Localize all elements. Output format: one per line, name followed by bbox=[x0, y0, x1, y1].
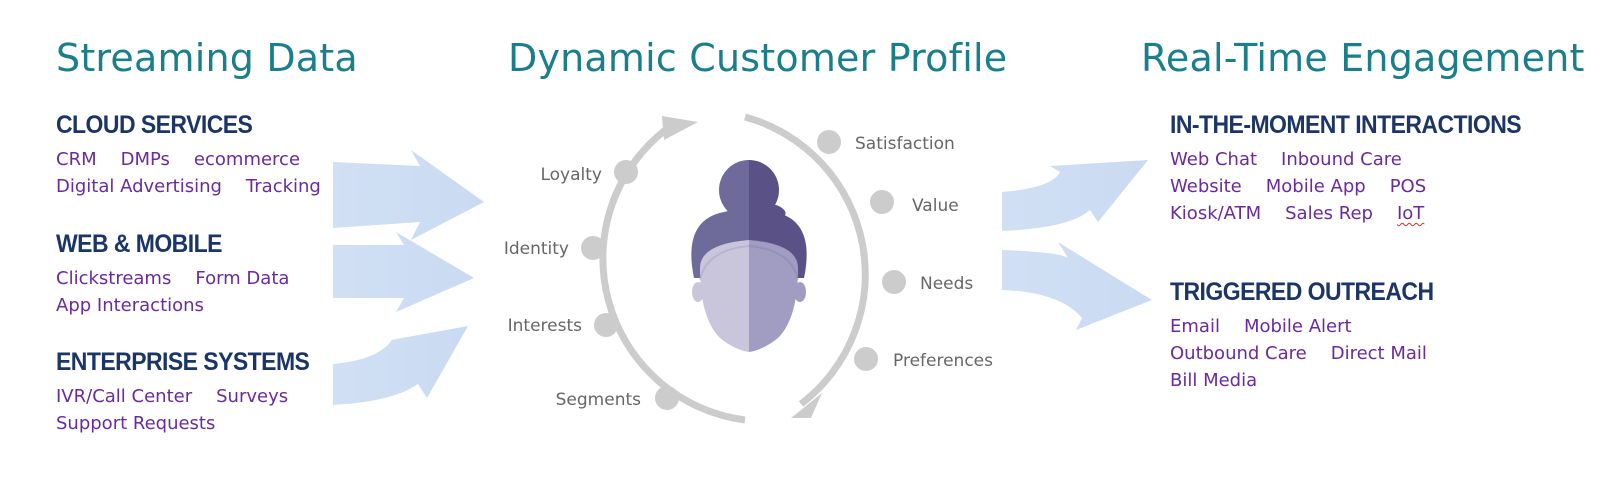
group-heading: TRIGGERED OUTREACH bbox=[1170, 278, 1434, 306]
group-enterprise-systems: ENTERPRISE SYSTEMS IVR/Call Center Survey… bbox=[56, 348, 331, 437]
list-item: Web Chat bbox=[1170, 149, 1258, 170]
title-dynamic-customer-profile: Dynamic Customer Profile bbox=[508, 36, 1008, 80]
item-line: Digital Advertising Tracking bbox=[56, 173, 321, 200]
inflow-arrow-enterprise-icon bbox=[333, 326, 468, 405]
node-loyalty bbox=[614, 160, 638, 184]
list-item: CRM bbox=[56, 149, 97, 170]
ring-arrowhead-bottom-icon bbox=[791, 393, 822, 418]
item-line: Kiosk/ATM Sales Rep IoT bbox=[1170, 200, 1552, 227]
ring-arc-right bbox=[744, 113, 869, 407]
list-item: DMPs bbox=[120, 149, 170, 170]
item-line: Clickstreams Form Data bbox=[56, 265, 289, 292]
node-segments bbox=[655, 386, 679, 410]
person-avatar-icon bbox=[691, 160, 807, 352]
group-web-mobile: WEB & MOBILE Clickstreams Form Data App I… bbox=[56, 230, 289, 319]
title-real-time-engagement: Real-Time Engagement bbox=[1141, 36, 1585, 80]
list-item: Sales Rep bbox=[1285, 203, 1373, 224]
list-item: Form Data bbox=[195, 268, 290, 289]
list-item: Outbound Care bbox=[1170, 343, 1307, 364]
group-in-the-moment-interactions: IN-THE-MOMENT INTERACTIONS Web Chat Inbou… bbox=[1170, 111, 1552, 227]
item-line: App Interactions bbox=[56, 292, 289, 319]
title-streaming-data: Streaming Data bbox=[56, 36, 358, 80]
ring-label-identity: Identity bbox=[504, 239, 569, 259]
list-item: IVR/Call Center bbox=[56, 386, 193, 407]
item-line: IVR/Call Center Surveys bbox=[56, 383, 331, 410]
item-line: Support Requests bbox=[56, 410, 331, 437]
inflow-arrow-web-icon bbox=[333, 232, 474, 312]
list-item: Direct Mail bbox=[1330, 343, 1427, 364]
node-interests bbox=[594, 313, 618, 337]
list-item: Support Requests bbox=[56, 413, 216, 434]
ring-arrowhead-top-icon bbox=[662, 116, 698, 140]
item-line: CRM DMPs ecommerce bbox=[56, 146, 321, 173]
inflow-arrow-cloud-icon bbox=[333, 150, 484, 240]
list-item: Inbound Care bbox=[1281, 149, 1402, 170]
group-heading: ENTERPRISE SYSTEMS bbox=[56, 348, 310, 376]
list-item: Bill Media bbox=[1170, 370, 1258, 391]
group-heading: WEB & MOBILE bbox=[56, 230, 222, 258]
list-item: ecommerce bbox=[193, 149, 301, 170]
list-item: Mobile Alert bbox=[1243, 316, 1352, 337]
ring-label-loyalty: Loyalty bbox=[540, 165, 602, 185]
ring-label-interests: Interests bbox=[508, 316, 583, 336]
item-line: Website Mobile App POS bbox=[1170, 173, 1552, 200]
group-cloud-services: CLOUD SERVICES CRM DMPs ecommerce Digital … bbox=[56, 111, 321, 200]
group-heading: CLOUD SERVICES bbox=[56, 111, 253, 139]
list-item: Clickstreams bbox=[56, 268, 172, 289]
list-item: Email bbox=[1170, 316, 1220, 337]
list-item: IoT bbox=[1396, 203, 1425, 224]
list-item: Digital Advertising bbox=[56, 176, 222, 197]
list-item: Kiosk/ATM bbox=[1170, 203, 1262, 224]
list-item: Tracking bbox=[245, 176, 321, 197]
list-item: Website bbox=[1170, 176, 1242, 197]
item-line: Web Chat Inbound Care bbox=[1170, 146, 1552, 173]
ring-label-segments: Segments bbox=[556, 390, 642, 410]
list-item: App Interactions bbox=[56, 295, 204, 316]
node-identity bbox=[581, 236, 605, 260]
ring-label-satisfaction: Satisfaction bbox=[855, 134, 955, 154]
ring-label-preferences: Preferences bbox=[893, 351, 993, 371]
ring-label-value: Value bbox=[912, 196, 959, 216]
list-item: POS bbox=[1389, 176, 1427, 197]
list-item: Surveys bbox=[216, 386, 289, 407]
list-item: Mobile App bbox=[1265, 176, 1366, 197]
item-line: Outbound Care Direct Mail bbox=[1170, 340, 1456, 367]
group-heading: IN-THE-MOMENT INTERACTIONS bbox=[1170, 111, 1522, 139]
node-value bbox=[870, 190, 894, 214]
node-preferences bbox=[854, 347, 878, 371]
outflow-arrow-interactions-icon bbox=[1002, 160, 1148, 231]
item-line: Bill Media bbox=[1170, 367, 1456, 394]
group-triggered-outreach: TRIGGERED OUTREACH Email Mobile Alert Out… bbox=[1170, 278, 1456, 394]
outflow-arrow-outreach-icon bbox=[1002, 242, 1152, 330]
item-line: Email Mobile Alert bbox=[1170, 313, 1456, 340]
node-satisfaction bbox=[817, 130, 841, 154]
ring-label-needs: Needs bbox=[920, 274, 973, 294]
node-needs bbox=[882, 270, 906, 294]
